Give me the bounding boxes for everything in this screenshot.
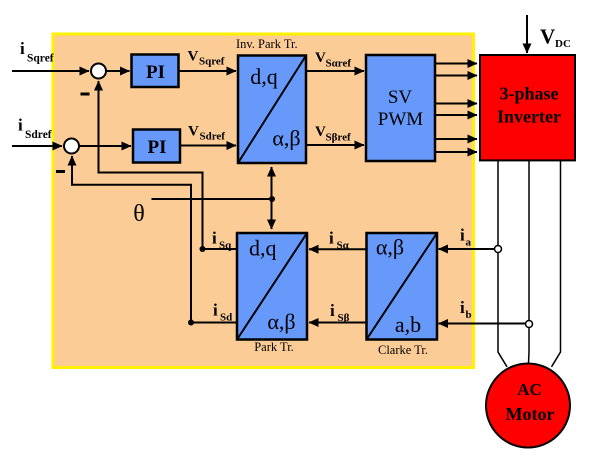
svg-text:Sqref: Sqref xyxy=(27,53,54,65)
svg-text:SV: SV xyxy=(388,87,413,108)
svg-text:PI: PI xyxy=(146,62,165,83)
svg-text:i: i xyxy=(20,39,25,58)
svg-text:Motor: Motor xyxy=(506,404,555,424)
svg-text:Inv. Park Tr.: Inv. Park Tr. xyxy=(236,37,298,51)
svg-text:Sdref: Sdref xyxy=(25,129,52,141)
svg-text:V: V xyxy=(188,49,199,65)
svg-text:i: i xyxy=(329,229,334,248)
svg-text:θ: θ xyxy=(133,201,145,227)
svg-text:Sβ: Sβ xyxy=(338,312,350,324)
svg-text:Park Tr.: Park Tr. xyxy=(254,340,294,354)
svg-text:Sdref: Sdref xyxy=(200,131,226,143)
svg-text:α,β: α,β xyxy=(376,235,404,260)
svg-text:i: i xyxy=(213,301,218,320)
svg-text:Inverter: Inverter xyxy=(497,107,561,127)
svg-text:α,β: α,β xyxy=(272,126,300,151)
svg-text:Sd: Sd xyxy=(220,312,232,324)
svg-text:b: b xyxy=(466,309,472,321)
svg-text:i: i xyxy=(330,301,335,320)
svg-text:AC: AC xyxy=(517,380,542,399)
svg-text:a: a xyxy=(466,237,472,249)
svg-text:Sα: Sα xyxy=(337,240,350,252)
svg-text:Clarke Tr.: Clarke Tr. xyxy=(378,343,428,357)
svg-text:V: V xyxy=(315,50,326,66)
svg-text:d,q: d,q xyxy=(250,64,278,89)
svg-text:i: i xyxy=(460,298,465,317)
svg-text:i: i xyxy=(212,229,217,248)
svg-text:Sqref: Sqref xyxy=(199,56,225,68)
svg-text:PWM: PWM xyxy=(378,109,424,130)
svg-text:Sβref: Sβref xyxy=(326,132,351,144)
svg-text:Sαref: Sαref xyxy=(326,58,352,70)
svg-text:V: V xyxy=(315,124,326,140)
svg-text:α,β: α,β xyxy=(267,309,295,334)
svg-text:Sq: Sq xyxy=(219,240,232,252)
svg-text:DC: DC xyxy=(555,38,571,50)
svg-text:3-phase: 3-phase xyxy=(499,84,558,104)
svg-text:V: V xyxy=(188,124,199,140)
svg-text:V: V xyxy=(540,25,555,49)
svg-text:PI: PI xyxy=(148,137,167,158)
svg-text:i: i xyxy=(460,226,465,245)
svg-text:i: i xyxy=(18,116,23,135)
svg-text:a,b: a,b xyxy=(395,312,421,337)
svg-text:d,q: d,q xyxy=(249,236,277,261)
